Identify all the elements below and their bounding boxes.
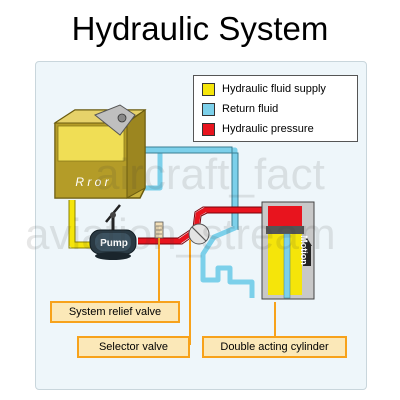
supply-line	[69, 200, 95, 248]
page-title: Hydraulic System	[71, 10, 329, 47]
legend: Hydraulic fluid supply Return fluid Hydr…	[193, 75, 358, 142]
callout-double-acting-cylinder: Double acting cylinder	[202, 336, 347, 358]
legend-swatch-pressure	[202, 122, 215, 136]
callout-system-relief-valve: System relief valve	[50, 301, 180, 323]
legend-swatch-return	[202, 102, 215, 116]
supply-line-outline	[68, 200, 95, 249]
return-line-outline	[142, 146, 239, 230]
watermark-line-1: aircraft_fact	[95, 150, 325, 199]
legend-item-supply: Hydraulic fluid supply	[202, 82, 326, 96]
callout-selector-valve: Selector valve	[77, 336, 190, 358]
legend-label: Hydraulic fluid supply	[222, 83, 326, 95]
reservoir	[53, 104, 147, 199]
legend-label: Return fluid	[222, 103, 279, 115]
return-line	[142, 147, 255, 298]
motion-label: Motion	[299, 235, 309, 265]
selector-valve-icon	[188, 223, 210, 245]
legend-swatch-supply	[202, 82, 215, 96]
legend-item-pressure: Hydraulic pressure	[202, 122, 314, 136]
pump-icon	[89, 204, 137, 260]
reservoir-cap-icon	[94, 104, 136, 136]
reservoir-label: R r o r	[75, 175, 109, 189]
legend-label: Hydraulic pressure	[222, 123, 314, 135]
watermark-line-2: aviation_stream	[25, 210, 336, 259]
pump-label: Pump	[100, 238, 128, 249]
legend-item-return: Return fluid	[202, 102, 278, 116]
callout-leaders	[158, 238, 276, 345]
double-acting-cylinder-icon	[261, 201, 315, 300]
